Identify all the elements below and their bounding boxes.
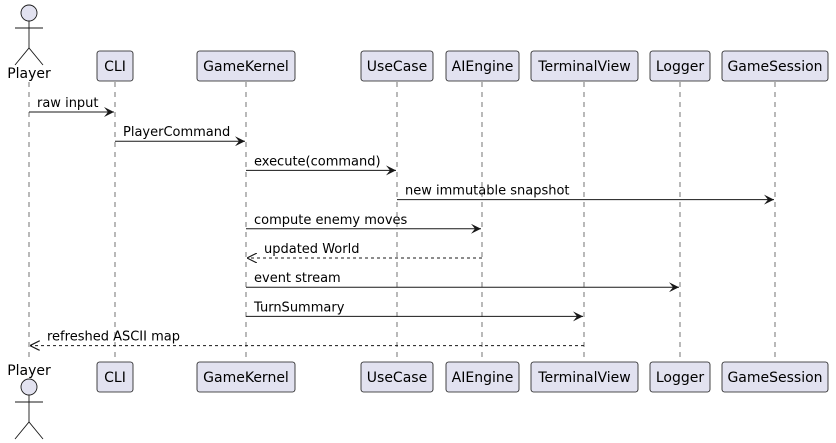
- participant-box: [196, 361, 296, 393]
- participant-cli-top: CLI: [96, 50, 134, 82]
- message-label: execute(command): [254, 154, 381, 169]
- participant-usecase-top: UseCase: [360, 50, 434, 82]
- message-5: compute enemy moves: [246, 213, 481, 234]
- participant-logger-bottom: Logger: [649, 361, 711, 393]
- participant-box: [96, 50, 134, 82]
- message-2: PlayerCommand: [115, 125, 245, 147]
- message-6: updated World: [247, 242, 482, 258]
- message-label: compute enemy moves: [254, 213, 408, 228]
- message-3: execute(command): [246, 154, 396, 176]
- participant-logger-top: Logger: [649, 50, 711, 82]
- message-9: refreshed ASCII map: [30, 330, 584, 346]
- actor-label: Player: [7, 363, 51, 379]
- participant-label: AIEngine: [452, 59, 514, 75]
- participant-label: GameKernel: [203, 370, 289, 386]
- participant-box: [649, 50, 711, 82]
- participant-label: UseCase: [367, 59, 427, 75]
- actor-bottom: Player: [7, 363, 51, 440]
- message-label: PlayerCommand: [123, 125, 230, 140]
- participant-box: [196, 50, 296, 82]
- participants-top: Player CLI GameKernel UseCase AIEngine Termin…: [7, 4, 829, 82]
- message-7: event stream: [246, 271, 679, 293]
- message-label: TurnSummary: [253, 300, 345, 315]
- participant-box: [96, 361, 134, 393]
- participant-box: [649, 361, 711, 393]
- message-label: new immutable snapshot: [405, 184, 570, 199]
- actor-head: [20, 378, 38, 396]
- participant-aiengine-top: AIEngine: [445, 50, 520, 82]
- message-label: refreshed ASCII map: [47, 330, 180, 345]
- participant-label: Logger: [656, 59, 705, 75]
- participant-box: [445, 361, 520, 393]
- participant-box: [721, 50, 829, 82]
- message-4: new immutable snapshot: [397, 184, 774, 205]
- participant-box: [530, 50, 639, 82]
- actor-top: Player: [7, 4, 51, 82]
- message-8: TurnSummary: [246, 300, 583, 322]
- participant-box: [360, 50, 434, 82]
- message-label: event stream: [254, 271, 341, 286]
- participant-label: GameSession: [727, 59, 822, 75]
- participant-usecase-bottom: UseCase: [360, 361, 434, 393]
- participant-box: [445, 50, 520, 82]
- actor-legs: [14, 47, 44, 66]
- actor-legs: [14, 421, 44, 440]
- participant-label: UseCase: [367, 370, 427, 386]
- message-label: raw input: [37, 96, 99, 111]
- participant-label: AIEngine: [452, 370, 514, 386]
- participant-box: [721, 361, 829, 393]
- participant-label: CLI: [104, 370, 126, 386]
- participant-label: CLI: [104, 59, 126, 75]
- lifelines: [28, 82, 776, 362]
- participant-gamekernel-top: GameKernel: [196, 50, 296, 82]
- participants-bottom: Player CLI GameKernel UseCase AIEngine Termin…: [7, 361, 829, 440]
- participant-label: GameSession: [727, 370, 822, 386]
- participant-label: Logger: [656, 370, 705, 386]
- actor-head: [20, 4, 38, 22]
- participant-box: [360, 361, 434, 393]
- participant-label: GameKernel: [203, 59, 289, 75]
- participant-box: [530, 361, 639, 393]
- participant-gamesession-top: GameSession: [721, 50, 829, 82]
- actor-label: Player: [7, 66, 51, 82]
- participant-aiengine-bottom: AIEngine: [445, 361, 520, 393]
- participant-cli-bottom: CLI: [96, 361, 134, 393]
- participant-label: TerminalView: [537, 370, 630, 386]
- participant-terminalview-bottom: TerminalView: [530, 361, 639, 393]
- participant-gamesession-bottom: GameSession: [721, 361, 829, 393]
- participant-gamekernel-bottom: GameKernel: [196, 361, 296, 393]
- participant-label: TerminalView: [537, 59, 630, 75]
- message-label: updated World: [264, 242, 359, 257]
- message-1: raw input: [29, 96, 114, 117]
- participant-terminalview-top: TerminalView: [530, 50, 639, 82]
